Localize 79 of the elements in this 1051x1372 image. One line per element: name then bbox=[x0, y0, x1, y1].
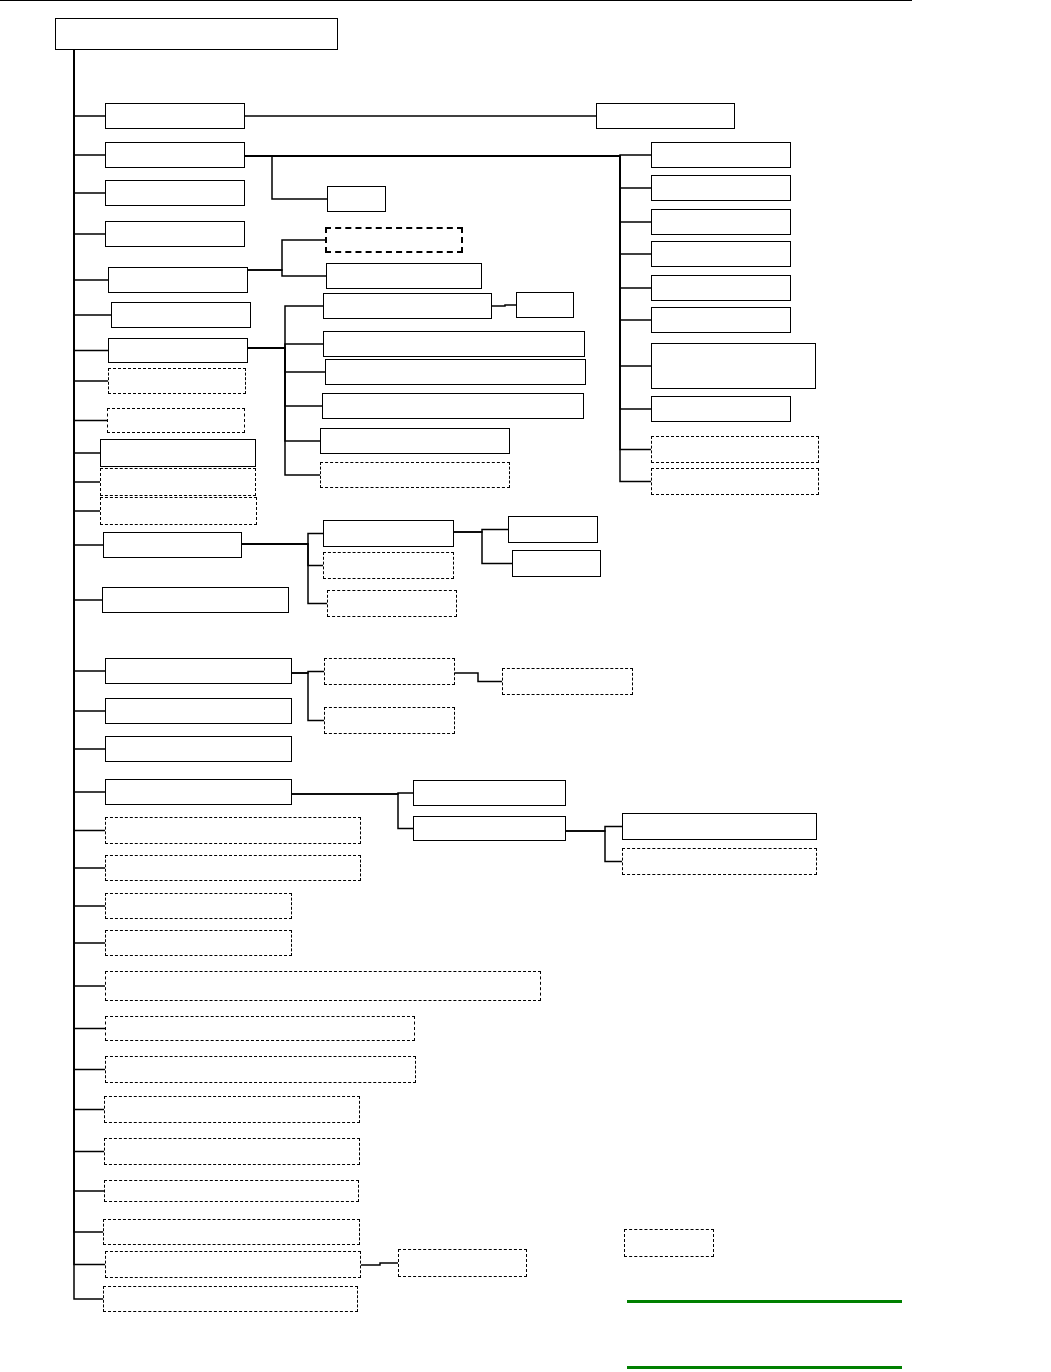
empty-box bbox=[323, 331, 585, 357]
empty-box bbox=[624, 1229, 714, 1257]
connector-line bbox=[491, 304, 517, 307]
empty-box bbox=[104, 1096, 360, 1123]
empty-box bbox=[111, 302, 251, 328]
connector-line bbox=[291, 672, 325, 722]
empty-box bbox=[103, 532, 242, 558]
empty-box bbox=[651, 396, 791, 422]
empty-box bbox=[323, 520, 454, 547]
empty-box bbox=[105, 736, 292, 762]
empty-box bbox=[651, 275, 791, 301]
empty-box bbox=[105, 779, 292, 805]
connector-line bbox=[291, 793, 414, 830]
empty-box bbox=[651, 436, 819, 463]
connector-line bbox=[453, 531, 513, 565]
empty-box bbox=[100, 497, 257, 525]
connector-line bbox=[244, 115, 597, 117]
empty-box bbox=[323, 293, 492, 319]
empty-box bbox=[651, 307, 791, 333]
empty-box bbox=[105, 855, 361, 881]
empty-box bbox=[103, 1286, 358, 1312]
empty-box bbox=[651, 142, 791, 168]
empty-box bbox=[320, 428, 510, 454]
empty-box bbox=[651, 468, 819, 495]
empty-box bbox=[651, 241, 791, 267]
empty-box bbox=[105, 221, 245, 247]
empty-box bbox=[102, 587, 289, 613]
empty-box bbox=[325, 227, 463, 253]
empty-box bbox=[108, 267, 248, 293]
empty-box bbox=[105, 1251, 361, 1278]
empty-box bbox=[105, 930, 292, 956]
empty-box bbox=[105, 971, 541, 1001]
empty-box bbox=[516, 292, 574, 318]
empty-box bbox=[324, 707, 455, 734]
empty-box bbox=[105, 1016, 415, 1041]
empty-box bbox=[512, 550, 601, 577]
empty-box bbox=[105, 103, 245, 129]
empty-box bbox=[105, 658, 292, 684]
empty-box bbox=[103, 1219, 360, 1245]
empty-box bbox=[320, 462, 510, 488]
connector-line bbox=[241, 543, 328, 605]
empty-box bbox=[327, 590, 457, 617]
empty-box bbox=[651, 209, 791, 235]
empty-box bbox=[104, 1180, 359, 1202]
empty-box bbox=[322, 393, 584, 419]
empty-box bbox=[413, 780, 566, 806]
empty-box bbox=[327, 186, 386, 212]
connector-line bbox=[247, 269, 327, 277]
empty-box bbox=[108, 338, 248, 363]
empty-box bbox=[100, 439, 256, 467]
empty-box bbox=[325, 359, 586, 385]
empty-box bbox=[398, 1249, 527, 1277]
connector-line bbox=[565, 830, 623, 863]
empty-box bbox=[502, 668, 633, 695]
empty-box bbox=[104, 1138, 360, 1165]
empty-box bbox=[324, 658, 455, 685]
empty-box bbox=[622, 848, 817, 875]
empty-box bbox=[651, 175, 791, 201]
empty-box bbox=[105, 698, 292, 724]
empty-box bbox=[107, 408, 245, 433]
empty-box bbox=[55, 18, 338, 50]
empty-box bbox=[622, 813, 817, 840]
empty-box bbox=[105, 142, 245, 168]
empty-box bbox=[323, 552, 454, 579]
connector-line bbox=[360, 1262, 399, 1266]
connector-line bbox=[454, 672, 503, 683]
empty-box bbox=[105, 180, 245, 206]
empty-box bbox=[105, 893, 292, 919]
empty-box bbox=[326, 263, 482, 289]
empty-box bbox=[105, 1056, 416, 1083]
empty-box bbox=[596, 103, 735, 129]
empty-box bbox=[413, 816, 566, 841]
connector-line bbox=[247, 347, 321, 476]
empty-box bbox=[508, 516, 598, 543]
empty-box bbox=[105, 817, 361, 844]
connector-line bbox=[244, 155, 328, 200]
empty-box bbox=[108, 368, 246, 394]
empty-box bbox=[651, 343, 816, 389]
empty-box bbox=[100, 468, 256, 496]
